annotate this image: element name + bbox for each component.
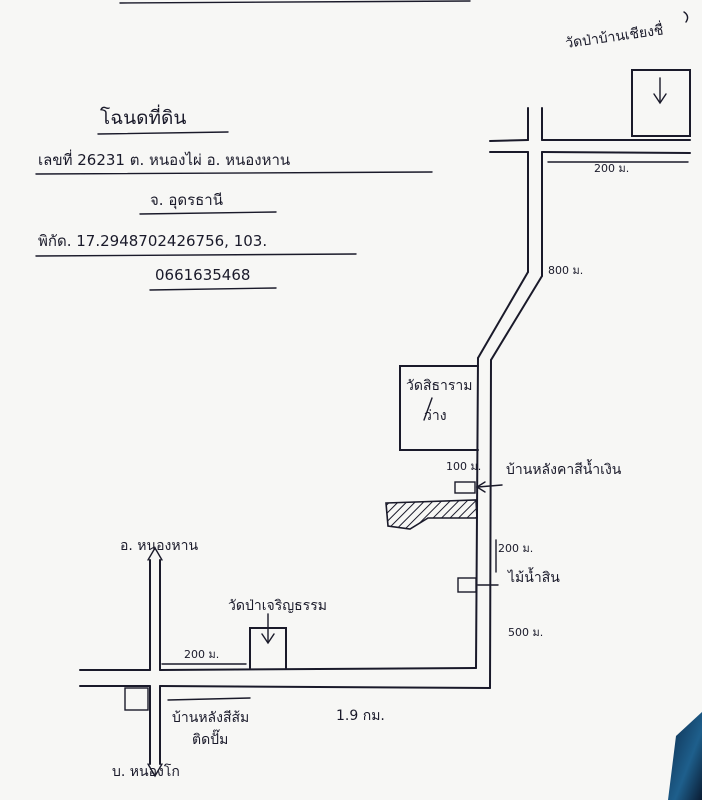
marker-2-plot: [457, 577, 477, 593]
road-horizontal-bottom-line-right: [541, 151, 691, 154]
marker-2: 200 ม. ไม้น้ำสิน 500 ม.: [457, 539, 560, 639]
left-vertical-road: อ. หนองหาน บ. หนองโก: [112, 538, 198, 780]
photo-edge: [668, 712, 702, 800]
bottom-temple-label: วัดป่าเจริญธรรม: [228, 598, 327, 614]
deed-number-line: เลขที่ 26231 ต. หนองไผ่ อ. หนองหาน: [38, 149, 290, 169]
corner-house-pointer: [167, 697, 251, 701]
blue-roof-house-label: บ้านหลังคาสีน้ำเงิน: [506, 459, 622, 478]
corner-house-sublabel: ติดปั๊ม: [192, 729, 228, 748]
distance-bottom-road: 1.9 กม.: [336, 708, 385, 724]
top-temple-mark: [683, 11, 689, 23]
bottom-temple: วัดป่าเจริญธรรม 200 ม.: [161, 598, 327, 669]
house-pointer-line: [477, 484, 503, 488]
up-arrow-icon: [147, 546, 163, 561]
temple-box-sublabel: ว่าง: [424, 408, 447, 424]
blue-roof-house-marker: 100 ม. บ้านหลังคาสีน้ำเงิน: [446, 459, 622, 494]
temple-box: วัดสิธาราม ว่าง: [399, 365, 479, 451]
line1-underline: [35, 171, 433, 175]
diagonal-right-line: [490, 275, 543, 361]
title-underline: [97, 131, 229, 135]
distance-lower-right: 500 ม.: [508, 626, 543, 639]
temple-box-label: วัดสิธาราม: [406, 378, 473, 394]
corner-house-label: บ้านหลังสีส้ม: [172, 710, 249, 726]
hatched-canal: [385, 499, 478, 530]
district-north-label: อ. หนองหาน: [120, 538, 198, 554]
distance-top-right: 200 ม.: [594, 162, 629, 175]
deed-title: โฉนดที่ดิน: [100, 104, 186, 129]
left-arrow-icon: [475, 481, 486, 493]
distance-diagonal: 800 ม.: [548, 264, 583, 277]
marker-2-label: ไม้น้ำสิน: [507, 567, 560, 586]
diagonal-road: 800 ม.: [477, 264, 583, 361]
corner-house-plot: [124, 687, 149, 711]
corner-house: บ้านหลังสีส้ม ติดปั๊ม: [124, 687, 251, 748]
diagonal-left-line: [477, 271, 529, 359]
vertical-road-right-line: [489, 359, 492, 689]
down-arrow-icon-south: [147, 763, 163, 778]
line3-underline: [35, 253, 357, 257]
main-vertical-road: [475, 357, 492, 689]
phone-line: 0661635468: [155, 266, 250, 284]
down-arrow-icon: [653, 93, 667, 105]
village-south-label: บ. หนองโก: [112, 763, 180, 780]
province-line: จ. อุดรธานี: [150, 191, 223, 210]
coordinates-line: พิกัด. 17.2948702426756, 103.: [38, 232, 267, 250]
top-right-area: วัดป่าบ้านเชียงชื่ 200 ม.: [489, 11, 691, 277]
header: โฉนดที่ดิน เลขที่ 26231 ต. หนองไผ่ อ. หน…: [35, 104, 433, 291]
bottom-road-bottom-line: [159, 685, 491, 689]
road-horizontal-top-line: [489, 139, 529, 142]
down-arrow-icon-temple: [261, 633, 275, 645]
distance-mid-right: 200 ม.: [498, 542, 533, 555]
distance-bottom-left: 200 ม.: [184, 648, 219, 661]
blue-roof-house-plot: [454, 481, 476, 494]
line2-underline: [139, 211, 277, 215]
bottom-road-top-line: [159, 667, 477, 671]
top-temple-plot: [631, 69, 691, 137]
temple-box-slash: [423, 397, 433, 421]
line4-underline: [149, 287, 277, 291]
bottom-road: 1.9 กม.: [79, 667, 491, 724]
top-temple-label: วัดป่าบ้านเชียงชื่: [564, 20, 664, 52]
distance-to-house: 100 ม.: [446, 460, 481, 473]
paper-top-line: [119, 0, 471, 4]
temple-box-outline: [399, 365, 479, 451]
